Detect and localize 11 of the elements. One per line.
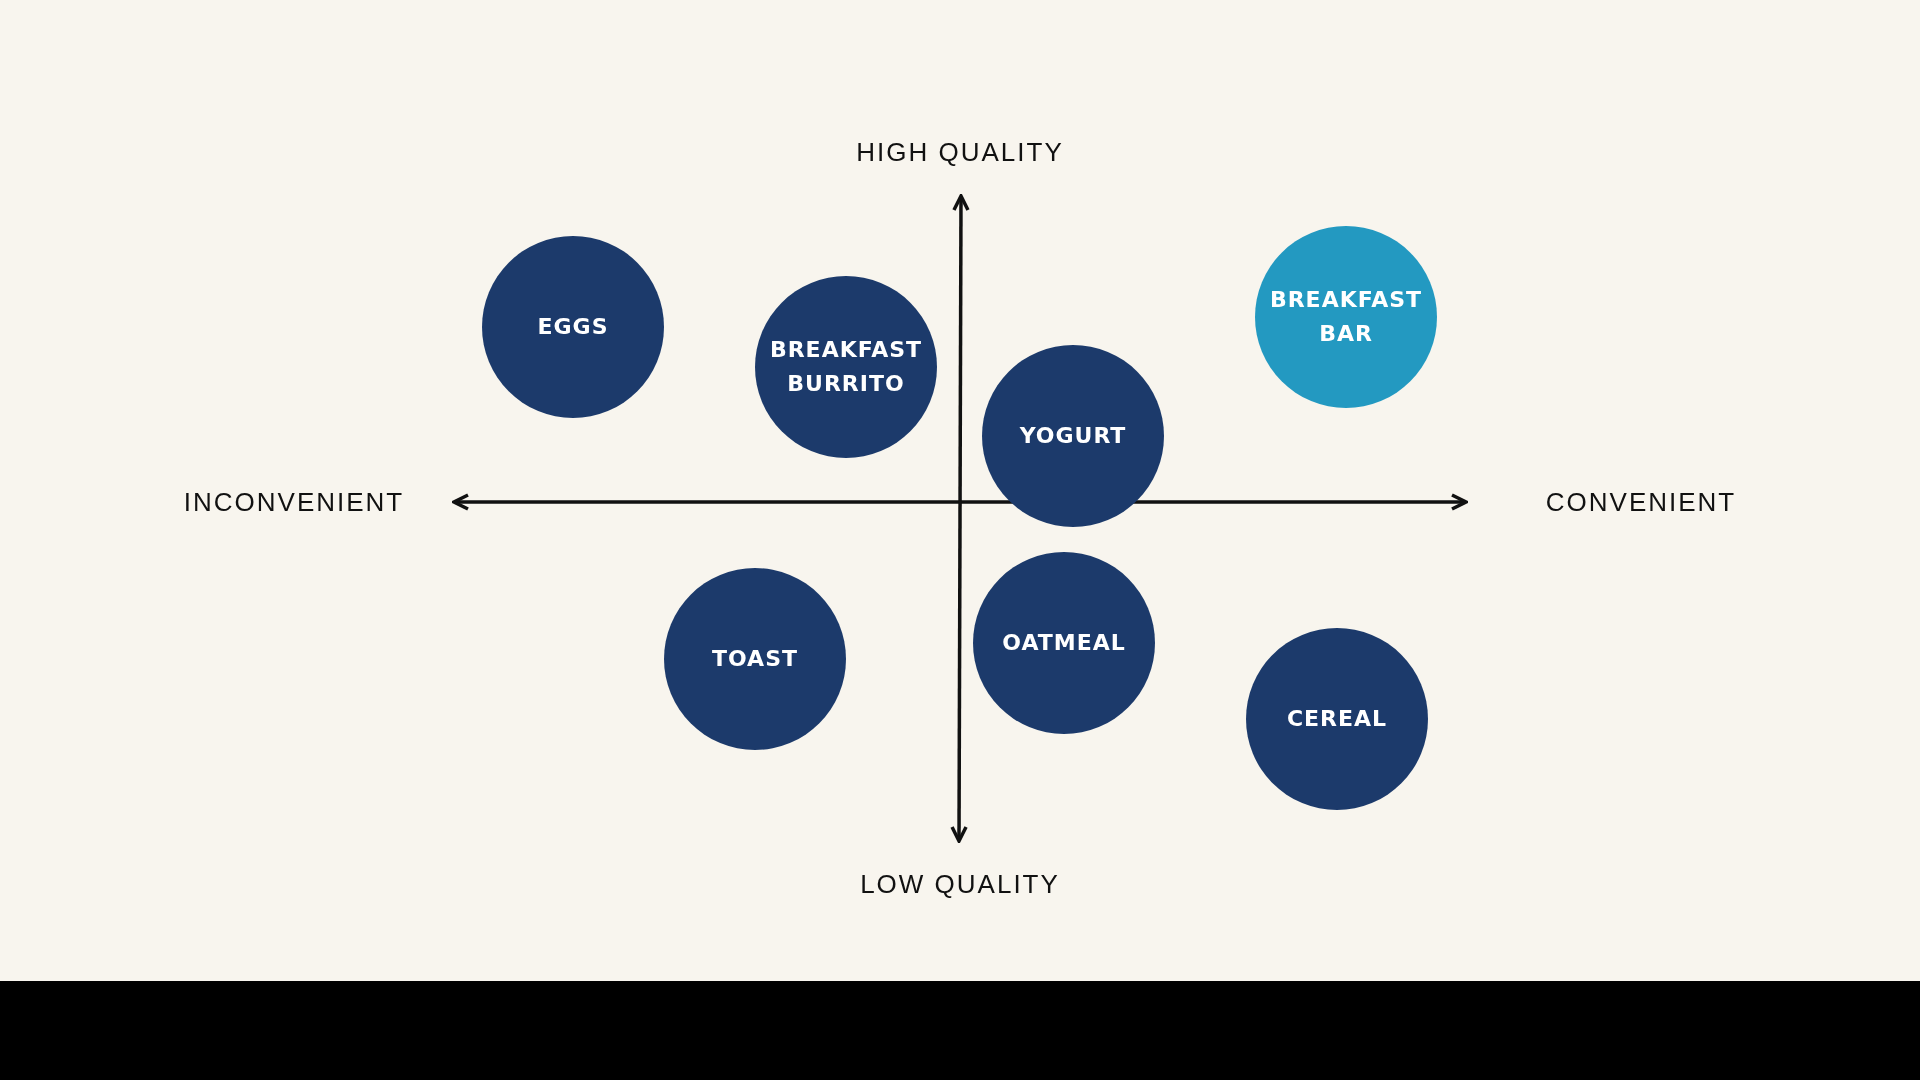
food-label: CEREAL: [1285, 705, 1389, 733]
axis-label: INCONVENIENT: [183, 486, 405, 518]
food-label: BREAKFAST BURRITO: [768, 336, 924, 398]
axis-label: LOW QUALITY: [860, 868, 1060, 900]
food-label: BREAKFAST BAR: [1268, 286, 1424, 348]
axis-label: HIGH QUALITY: [856, 136, 1064, 168]
food-label: YOGURT: [1018, 422, 1128, 450]
food-label: TOAST: [711, 645, 799, 673]
food-label: OATMEAL: [1001, 629, 1127, 657]
food-label: EGGS: [536, 313, 610, 341]
axis-label: CONVENIENT: [1545, 486, 1737, 518]
